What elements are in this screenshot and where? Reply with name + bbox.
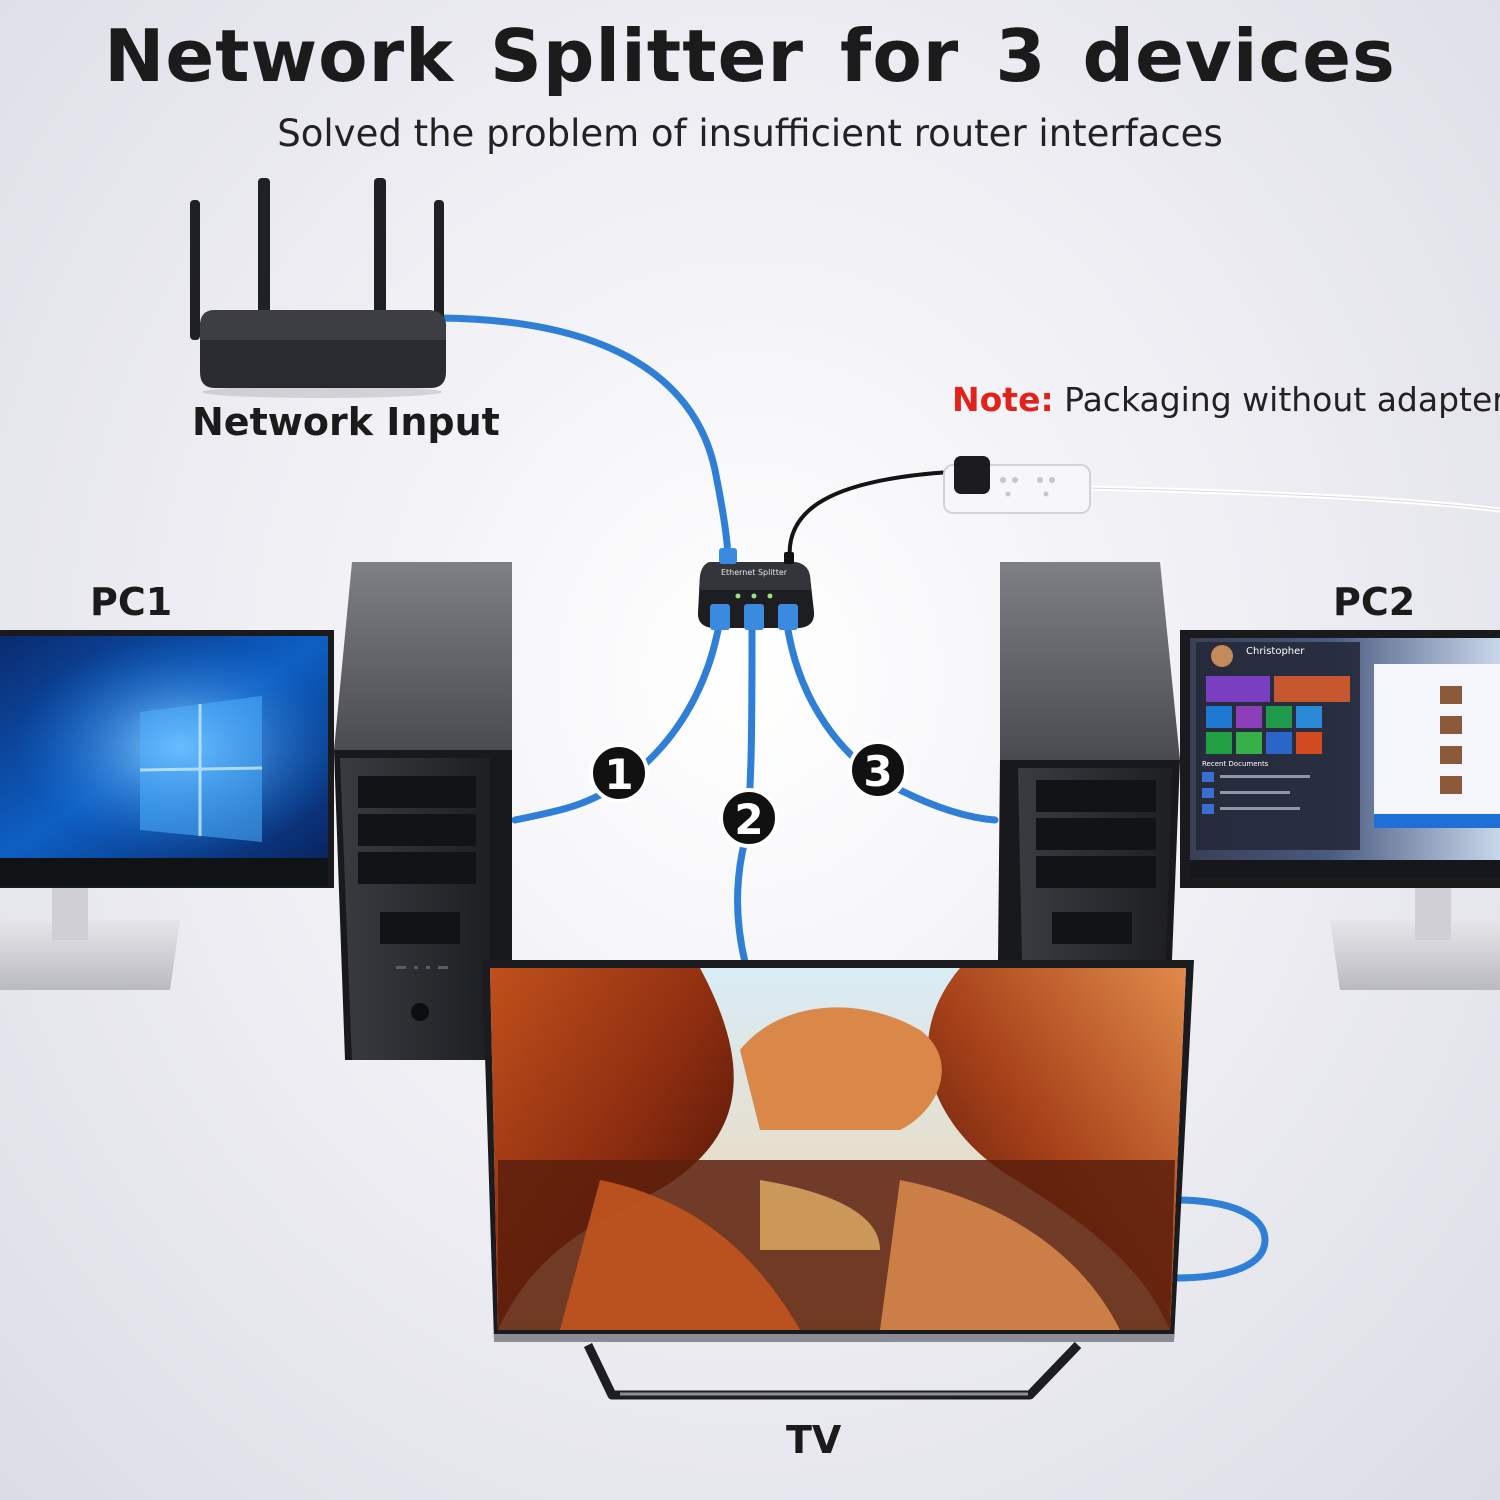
label-pc1: PC1 (90, 580, 173, 624)
pc2-tiles (1206, 676, 1350, 754)
usb-adapter (954, 456, 990, 494)
pc2-taskbar (1190, 860, 1500, 878)
pc1-taskbar (0, 858, 328, 886)
port-badge-3: 3 (848, 740, 908, 800)
port-badge-2: 2 (719, 788, 779, 848)
pc1-screen (0, 636, 328, 886)
note-prefix: Note: (952, 380, 1054, 419)
router (190, 178, 446, 398)
port-badge-1-label: 1 (604, 750, 633, 799)
splitter-label: Ethernet Splitter (721, 568, 788, 577)
pc2-recent-heading: Recent Documents (1202, 760, 1269, 768)
pc2-monitor: Christopher Recent Documents (1180, 630, 1500, 990)
pc1-monitor (0, 630, 334, 990)
router-antenna-1 (190, 200, 200, 340)
rj45-plug-3 (778, 604, 798, 630)
pc2-screen: Christopher Recent Documents (1190, 638, 1500, 878)
port-badge-2-label: 2 (734, 795, 763, 844)
port-badge-1: 1 (589, 743, 649, 803)
router-antenna-2 (258, 178, 270, 328)
pc2-app-window (1374, 664, 1500, 828)
cable-network-input (436, 314, 732, 564)
packaging-note: Note: Packaging without adapter (952, 380, 1500, 419)
power-cable (787, 470, 1500, 562)
port-badges: 1 2 3 (589, 740, 908, 848)
note-text: Packaging without adapter (1064, 380, 1500, 419)
rj45-plug-1 (710, 604, 730, 630)
page-title: Network Splitter for 3 devices (104, 14, 1396, 98)
label-network-input: Network Input (192, 400, 500, 444)
pc2-user-name: Christopher (1246, 646, 1305, 657)
port-badge-3-label: 3 (863, 747, 892, 796)
rj45-plug-2 (744, 604, 764, 630)
cable-tv-loop (1171, 1196, 1269, 1282)
user-avatar (1211, 645, 1233, 667)
router-antenna-4 (434, 200, 444, 340)
page-subtitle: Solved the problem of insufficient route… (277, 112, 1223, 155)
tv-screen (490, 968, 1186, 1330)
label-tv: TV (786, 1418, 842, 1462)
tv (482, 960, 1194, 1400)
router-antenna-3 (374, 178, 386, 328)
usb-power-plug (784, 552, 794, 564)
rj45-plug-input (719, 548, 737, 564)
pc1-tower (334, 562, 512, 1060)
pc2-tower (998, 562, 1180, 960)
power-strip (943, 456, 1091, 514)
label-pc2: PC2 (1333, 580, 1416, 624)
ethernet-splitter: Ethernet Splitter (697, 548, 815, 630)
